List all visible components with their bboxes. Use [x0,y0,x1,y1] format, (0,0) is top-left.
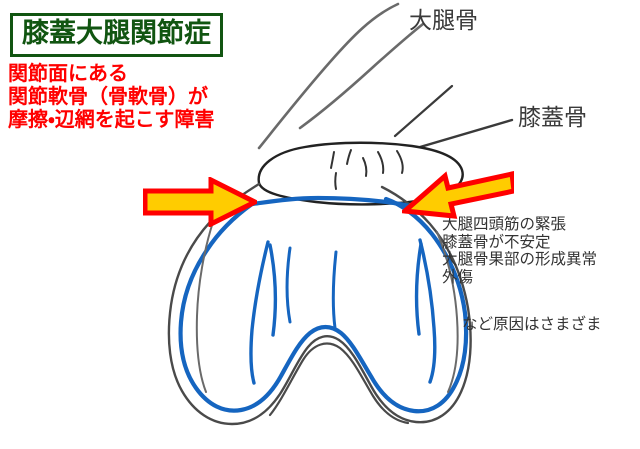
cause-line-2: 膝蓋骨が不安定 [442,232,551,251]
trochlear-groove-lines [249,238,437,385]
description-text: 関節面にある 関節軟骨（骨軟骨）が 摩擦・辺網を起こす障害 [8,62,214,131]
arrow-right-pointing-left [402,171,514,219]
leader-line-femur [393,84,454,138]
femur-left-contour [195,221,214,393]
femur-bone-outline [167,182,472,426]
intercondylar-notch-shadow [268,342,410,425]
page-title: 膝蓋大腿関節症 [22,18,211,49]
patella-interior-marks [330,149,404,190]
cause-line-3: 大腿骨果部の形成異常 [442,250,598,268]
description-line-3: 摩擦・辺網を起こす障害 [8,107,215,131]
description-line-2: 関節軟骨（骨軟骨）が [8,84,208,108]
arrow-left-pointing-right [143,177,257,227]
cause-summary: など原因はさまざま [462,315,602,333]
femur-right-contour [436,231,459,393]
femur-shaft-lines [257,2,425,150]
label-patella: 膝蓋骨 [518,105,587,131]
description-line-1: 関節面にある [8,61,128,85]
diagram-title-box: 膝蓋大腿関節症 [10,13,223,57]
patella-outline [257,141,464,206]
intercondylar-strokes [285,246,338,330]
cause-line-4: 外傷 [442,267,474,286]
cause-line-1: 大腿四頭筋の緊張 [442,215,567,233]
cause-list: 大腿四頭筋の緊張 膝蓋骨が不安定 大腿骨果部の形成異常 外傷 [442,215,598,286]
label-femur: 大腿骨 [409,8,478,34]
